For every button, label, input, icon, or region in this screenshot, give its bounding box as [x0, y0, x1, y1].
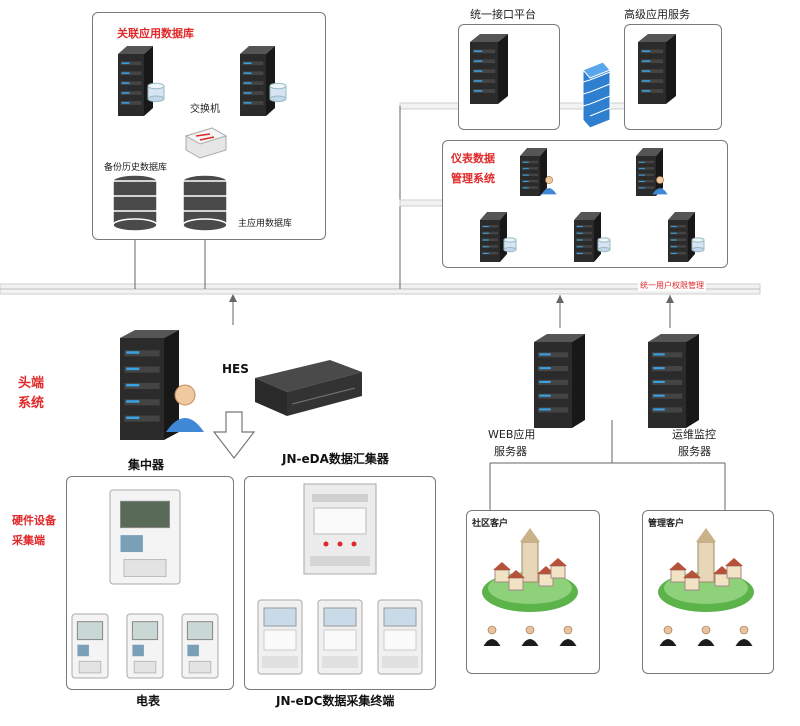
meter-label: 电表	[136, 694, 161, 708]
meter-data-title-line2: 管理系统	[451, 172, 495, 185]
user-avatar-icon	[652, 176, 668, 195]
hes-label: HES	[222, 362, 249, 376]
client-person-icon	[559, 625, 577, 646]
permission-label: 统一用户权限管理	[638, 280, 706, 291]
meter-data-title-line1: 仪表数据	[451, 152, 495, 165]
server-icon	[520, 148, 547, 196]
headend-label-line2: 系统	[18, 396, 45, 411]
database-icon	[597, 237, 611, 253]
main-db-label: 主应用数据库	[238, 219, 293, 229]
concentrator-server-icon	[120, 330, 179, 440]
database-icon	[147, 82, 165, 103]
management-client-label: 管理客户	[648, 519, 685, 529]
edc-label: JN-eDC数据采集终端	[276, 694, 395, 708]
concentrator-label: 集中器	[128, 458, 165, 472]
client-person-icon	[735, 625, 753, 646]
client-person-icon	[659, 625, 677, 646]
server-icon	[118, 46, 153, 116]
switch-label: 交换机	[190, 104, 220, 115]
edc-terminal-icon	[257, 599, 303, 675]
db-panel-title: 关联应用数据库	[117, 27, 194, 40]
backup-db-label: 备份历史数据库	[104, 163, 168, 173]
server-icon	[470, 34, 508, 104]
electric-meter-icon	[181, 613, 219, 679]
database-icon	[503, 237, 517, 253]
web-server-label-line1: WEB应用	[488, 428, 536, 441]
ops-server-label-line2: 服务器	[678, 445, 711, 458]
database-icon	[691, 237, 705, 253]
edc-terminal-icon	[317, 599, 363, 675]
community-icon	[482, 528, 578, 612]
web-server-label-line2: 服务器	[494, 445, 527, 458]
ops-server-icon	[648, 334, 699, 428]
server-icon	[480, 212, 507, 262]
hardware-label-line1: 硬件设备	[12, 514, 56, 527]
advanced-service-label: 高级应用服务	[624, 8, 690, 21]
server-icon	[638, 34, 676, 104]
server-icon	[636, 148, 663, 196]
server-icon	[574, 212, 601, 262]
server-icon	[668, 212, 695, 262]
web-server-icon	[534, 334, 585, 428]
client-person-icon	[483, 625, 501, 646]
headend-label-line1: 头端	[18, 376, 45, 391]
client-person-icon	[521, 625, 539, 646]
electric-meter-icon	[109, 489, 181, 585]
interface-platform-label: 统一接口平台	[470, 8, 536, 21]
user-avatar-icon	[541, 176, 557, 195]
electric-meter-icon	[71, 613, 109, 679]
edc-terminal-icon	[377, 599, 423, 675]
community-icon	[658, 528, 754, 612]
database-icon	[269, 82, 287, 103]
electric-meter-icon	[126, 613, 164, 679]
edc-unit-icon	[303, 483, 377, 575]
server-icon	[240, 46, 275, 116]
ops-server-label-line1: 运维监控	[672, 428, 716, 441]
hardware-label-line2: 采集端	[12, 534, 45, 547]
community-client-label: 社区客户	[472, 519, 509, 529]
eda-label: JN-eDA数据汇集器	[282, 452, 389, 466]
client-person-icon	[697, 625, 715, 646]
